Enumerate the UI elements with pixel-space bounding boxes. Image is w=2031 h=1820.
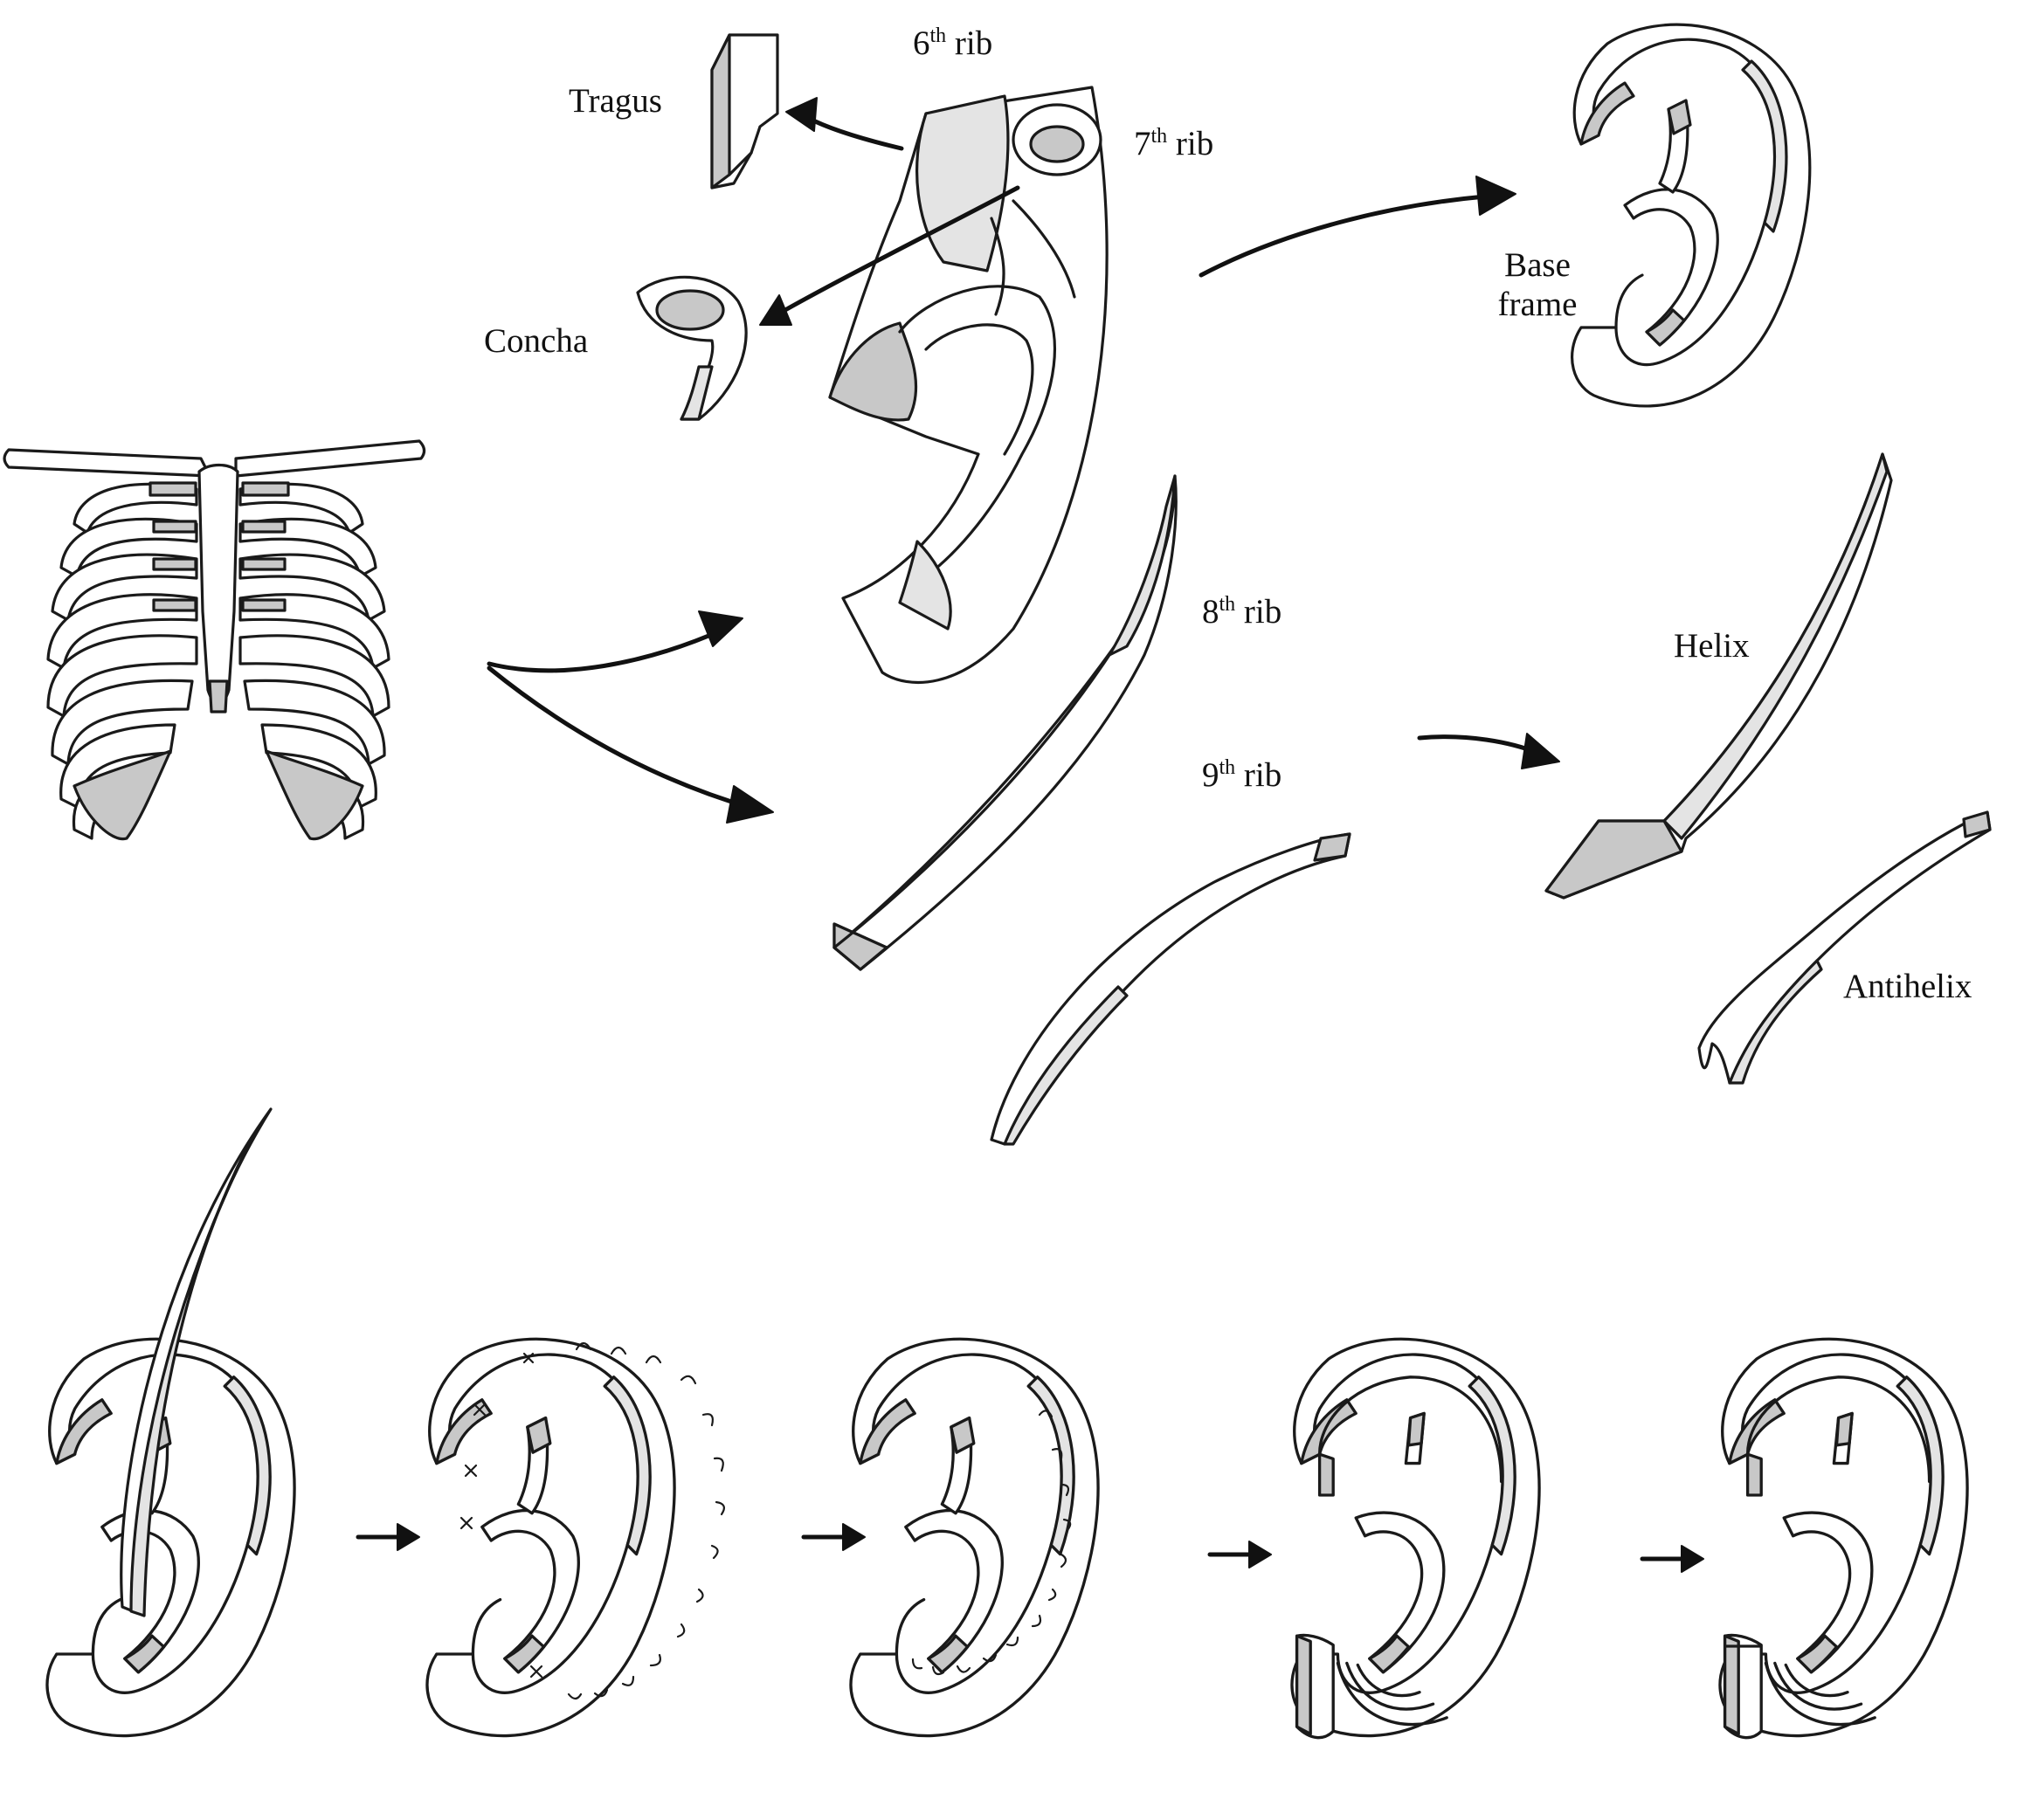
arrow-to-base-frame — [1199, 176, 1516, 278]
label-rib8-word: rib — [1235, 593, 1282, 631]
label-rib9-number: 9 — [1202, 756, 1219, 794]
label-rib8: 8th rib — [1202, 593, 1281, 632]
label-rib8-number: 8 — [1202, 593, 1219, 631]
label-rib6-suffix: th — [929, 24, 947, 47]
label-helix: Helix — [1674, 627, 1750, 665]
assembly-arrow-4 — [1640, 1545, 1704, 1573]
label-rib7-suffix: th — [1150, 125, 1168, 148]
assembly-arrow-2 — [801, 1523, 866, 1551]
arrow-ribcage-to-rib8-9 — [487, 665, 774, 824]
label-rib7: 7th rib — [1134, 125, 1213, 164]
base-frame-piece — [1570, 23, 1812, 408]
label-base-frame-line2: frame — [1497, 285, 1578, 323]
label-rib9: 9th rib — [1202, 756, 1281, 796]
assembly-step-3 — [849, 1337, 1100, 1738]
label-rib9-suffix: th — [1219, 756, 1236, 779]
rib6-7-block — [828, 86, 1109, 685]
label-rib6-number: 6 — [913, 24, 930, 62]
arrow-to-helix-antihelix — [1417, 733, 1560, 769]
label-tragus: Tragus — [569, 82, 662, 120]
label-rib9-word: rib — [1235, 756, 1282, 794]
label-base-frame: Base frame — [1485, 246, 1590, 325]
rib9-piece — [990, 832, 1351, 1146]
assembly-step-2 — [425, 1337, 725, 1738]
assembly-arrow-1 — [356, 1523, 420, 1551]
tragus-piece — [710, 33, 779, 190]
label-rib6: 6th rib — [913, 24, 992, 64]
antihelix-piece — [1697, 810, 1992, 1085]
rib8-piece — [832, 474, 1178, 971]
label-rib8-suffix: th — [1219, 593, 1236, 616]
label-antihelix: Antihelix — [1843, 968, 1972, 1005]
arrow-to-concha — [759, 185, 1020, 326]
arrow-to-tragus — [785, 97, 904, 151]
arrow-ribcage-to-rib6-7 — [487, 610, 743, 673]
label-rib7-number: 7 — [1134, 125, 1151, 162]
assembly-step-5 — [1718, 1337, 1969, 1740]
assembly-step-1 — [45, 1107, 296, 1738]
label-rib6-word: rib — [946, 24, 993, 62]
helix-piece — [1544, 452, 1893, 900]
label-concha: Concha — [484, 322, 589, 360]
assembly-step-4 — [1290, 1337, 1541, 1740]
concha-piece — [636, 275, 748, 421]
label-rib7-word: rib — [1167, 125, 1214, 162]
assembly-arrow-3 — [1207, 1541, 1272, 1568]
ribcage-illustration — [3, 439, 426, 841]
label-base-frame-line1: Base — [1504, 246, 1571, 284]
